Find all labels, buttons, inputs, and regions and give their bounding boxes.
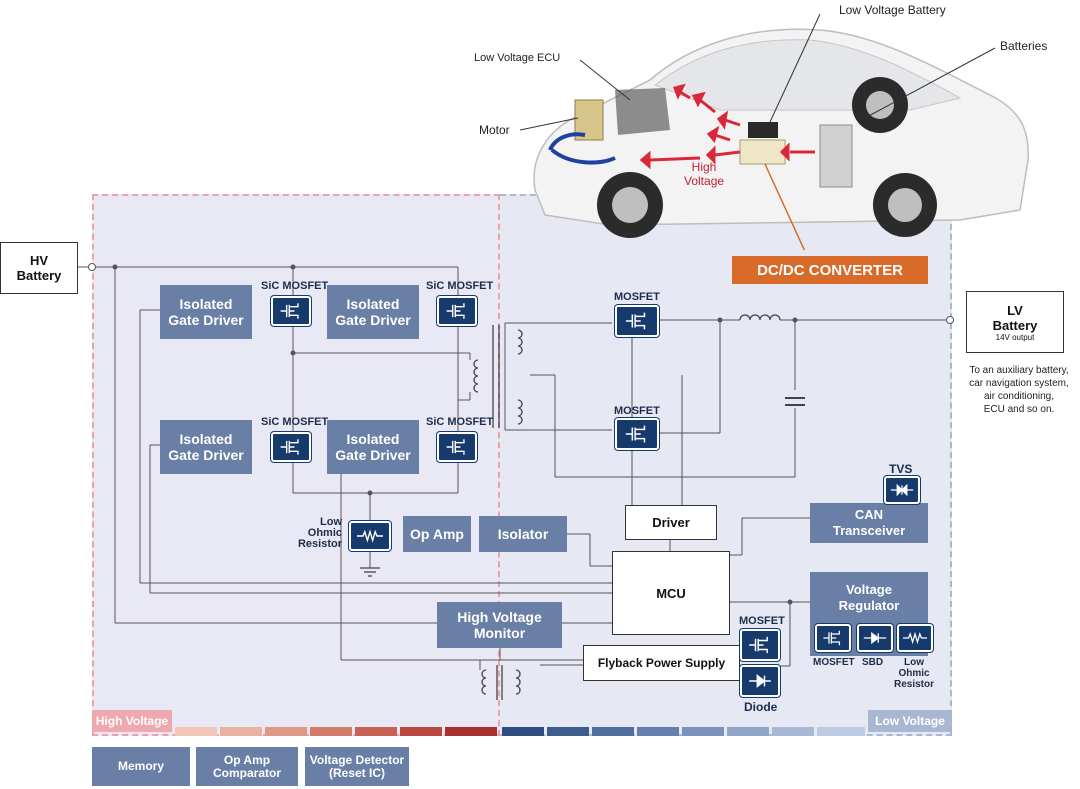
low-voltage-battery-icon: [748, 122, 778, 138]
dcdc-converter-unit-icon: [739, 139, 786, 165]
gradient-segment: [175, 727, 217, 736]
low-ohmic-resistor-label: Low Ohmic Resistor: [297, 516, 342, 550]
gradient-segment: [817, 727, 865, 736]
batteries-icon: [819, 124, 853, 188]
sic-mosfet-label-4: SiC MOSFET: [426, 416, 494, 428]
sic-mosfet-icon: [271, 432, 311, 462]
tvs-diode-icon: [884, 476, 920, 504]
sic-mosfet-label-1: SiC MOSFET: [261, 280, 329, 292]
high-voltage-zone-label: High Voltage: [92, 710, 172, 732]
mosfet-label-1: MOSFET: [614, 291, 660, 303]
gradient-segment: [220, 727, 262, 736]
inductor-icon: [739, 314, 781, 321]
gradient-segment: [265, 727, 307, 736]
sic-mosfet-icon: [437, 296, 477, 326]
isolated-gate-driver-4: Isolated Gate Driver: [327, 420, 419, 474]
gradient-segment: [310, 727, 352, 736]
diode-icon: [740, 665, 780, 697]
callout-high-voltage: High Voltage: [684, 160, 725, 188]
callout-low-voltage-battery: Low Voltage Battery: [839, 3, 946, 17]
gradient-segment: [727, 727, 769, 736]
gradient-segment: [772, 727, 814, 736]
resistor-icon: [897, 624, 933, 652]
high-voltage-monitor-block: High Voltage Monitor: [437, 602, 562, 648]
flyback-transformer-icon: [481, 665, 521, 700]
gradient-segment: [502, 727, 544, 736]
gradient-segment: [682, 727, 724, 736]
gradient-segment: [445, 727, 497, 736]
isolated-gate-driver-2: Isolated Gate Driver: [327, 285, 419, 339]
can-transceiver-block: CAN Transceiver: [810, 503, 928, 543]
capacitor-icon: [785, 397, 805, 406]
vreg-mosfet-label: MOSFET: [813, 657, 855, 668]
isolator-block: Isolator: [479, 516, 567, 552]
legend-voltage-detector: Voltage Detector (Reset IC): [305, 747, 409, 786]
ground-icon: [360, 567, 380, 577]
gradient-segment: [355, 727, 397, 736]
lv-battery-note: To an auxiliary battery, car navigation …: [969, 365, 1069, 415]
mosfet-icon: [740, 629, 780, 661]
legend-memory: Memory: [92, 747, 190, 786]
gradient-segment: [592, 727, 634, 736]
resistor-icon: [349, 521, 391, 551]
sbd-label: SBD: [862, 657, 884, 668]
transformer-icon: [473, 325, 523, 428]
hv-battery: HV Battery: [0, 242, 78, 294]
gradient-segment: [547, 727, 589, 736]
driver-block: Driver: [625, 505, 717, 540]
gradient-segment: [637, 727, 679, 736]
mosfet-label-2: MOSFET: [614, 405, 660, 417]
car-illustration: [519, 13, 1029, 250]
op-amp-block: Op Amp: [403, 516, 471, 552]
lv-battery-output: 14V output: [995, 332, 1035, 342]
sbd-diode-icon: [857, 624, 893, 652]
mosfet-icon: [615, 305, 659, 337]
tvs-label: TVS: [889, 462, 913, 476]
isolated-gate-driver-3: Isolated Gate Driver: [160, 420, 252, 474]
dcdc-converter-label: DC/DC CONVERTER: [732, 256, 928, 284]
sic-mosfet-icon: [271, 296, 311, 326]
callout-motor: Motor: [479, 123, 510, 137]
callout-low-voltage-ecu: Low Voltage ECU: [474, 52, 561, 64]
sic-mosfet-label-2: SiC MOSFET: [426, 280, 494, 292]
sic-mosfet-label-3: SiC MOSFET: [261, 416, 329, 428]
mosfet-icon: [815, 624, 851, 652]
lv-battery: LV Battery 14V output: [966, 291, 1064, 353]
flyback-mosfet-label: MOSFET: [739, 615, 785, 627]
diode-label: Diode: [744, 700, 778, 714]
legend-op-amp-comparator: Op Amp Comparator: [196, 747, 298, 786]
flyback-power-supply-block: Flyback Power Supply: [583, 645, 740, 681]
lv-battery-title: LV Battery: [992, 302, 1038, 333]
gradient-segment: [400, 727, 442, 736]
vreg-low-ohmic-label: Low Ohmic Resistor: [893, 657, 934, 690]
mosfet-icon: [615, 418, 659, 450]
callout-batteries: Batteries: [1000, 39, 1048, 53]
low-voltage-zone-label: Low Voltage: [868, 710, 952, 732]
mcu-block: MCU: [612, 551, 730, 635]
sic-mosfet-icon: [437, 432, 477, 462]
isolated-gate-driver-1: Isolated Gate Driver: [160, 285, 252, 339]
